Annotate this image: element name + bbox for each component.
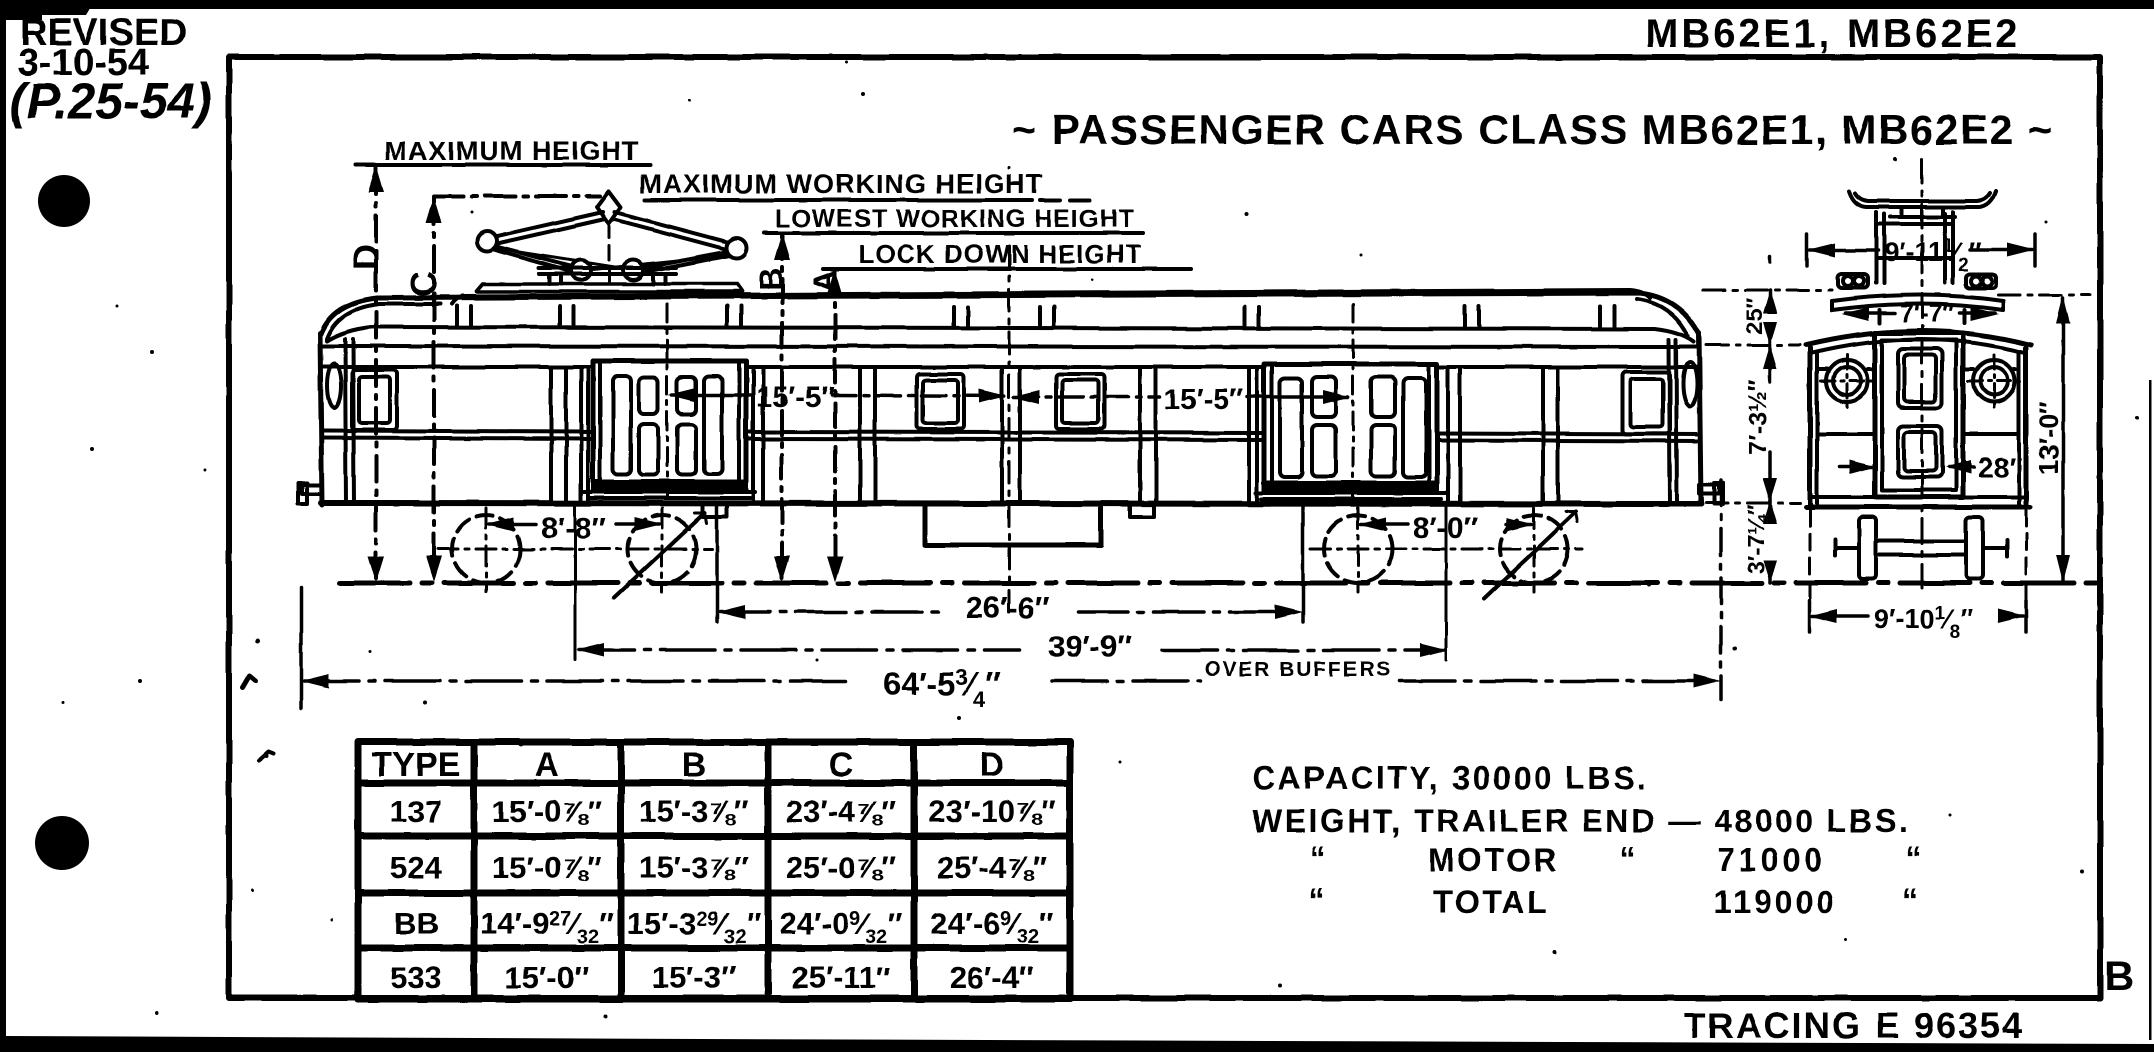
svg-text:D: D bbox=[345, 244, 386, 270]
svg-text:CAPACITY, 30000 LBS.: CAPACITY, 30000 LBS. bbox=[1252, 760, 1648, 796]
svg-text:“: “ bbox=[1902, 882, 1921, 918]
svg-text:3-10-54: 3-10-54 bbox=[18, 42, 149, 84]
svg-text:119000: 119000 bbox=[1714, 884, 1837, 920]
svg-text:15′-3⅞″: 15′-3⅞″ bbox=[639, 794, 749, 829]
svg-text:533: 533 bbox=[390, 960, 442, 995]
svg-text:OVER BUFFERS: OVER BUFFERS bbox=[1204, 658, 1393, 681]
svg-text:15′-3″: 15′-3″ bbox=[652, 960, 736, 995]
svg-text:“: “ bbox=[1308, 882, 1327, 918]
svg-text:A: A bbox=[807, 269, 843, 292]
svg-text:15′-5″: 15′-5″ bbox=[756, 382, 835, 414]
svg-text:B: B bbox=[2104, 952, 2134, 999]
svg-text:LOWEST WORKING HEIGHT: LOWEST WORKING HEIGHT bbox=[775, 205, 1135, 233]
svg-text:25′-0⅞″: 25′-0⅞″ bbox=[786, 850, 896, 885]
svg-text:8′-0″: 8′-0″ bbox=[1413, 512, 1478, 545]
svg-text:MAXIMUM WORKING HEIGHT: MAXIMUM WORKING HEIGHT bbox=[639, 169, 1043, 199]
svg-text:28″: 28″ bbox=[1978, 452, 2023, 483]
svg-text:E 96354: E 96354 bbox=[1876, 1005, 2024, 1046]
svg-text:B: B bbox=[753, 267, 789, 290]
svg-text:~ PASSENGER CARS CLASS MB62E1,: ~ PASSENGER CARS CLASS MB62E1, MB62E2 ~ bbox=[1012, 106, 2054, 153]
svg-text:524: 524 bbox=[390, 850, 442, 885]
svg-text:REVISED: REVISED bbox=[20, 12, 187, 54]
svg-text:A: A bbox=[535, 746, 560, 784]
svg-text:39′-9″: 39′-9″ bbox=[1048, 629, 1132, 664]
svg-text:“: “ bbox=[1905, 840, 1924, 876]
svg-text:C: C bbox=[829, 746, 854, 784]
svg-text:MAXIMUM HEIGHT: MAXIMUM HEIGHT bbox=[384, 136, 639, 166]
svg-text:3′-7¼″: 3′-7¼″ bbox=[1743, 505, 1769, 574]
svg-text:7′-3½″: 7′-3½″ bbox=[1744, 380, 1772, 455]
svg-text:WEIGHT, TRAILER END — 48000 LB: WEIGHT, TRAILER END — 48000 LBS. bbox=[1252, 803, 1910, 839]
svg-text:25″: 25″ bbox=[1741, 298, 1767, 335]
svg-text:23′-10⅞″: 23′-10⅞″ bbox=[928, 794, 1056, 829]
svg-text:MB62E1, MB62E2: MB62E1, MB62E2 bbox=[1645, 12, 2020, 56]
svg-text:15′-0⅞″: 15′-0⅞″ bbox=[492, 850, 602, 885]
svg-text:MOTOR: MOTOR bbox=[1428, 842, 1559, 878]
svg-text:13′-0″: 13′-0″ bbox=[2034, 401, 2064, 475]
svg-text:BB: BB bbox=[394, 906, 439, 941]
svg-text:7′-7″: 7′-7″ bbox=[1900, 300, 1954, 328]
svg-text:LOCK DOWN HEIGHT: LOCK DOWN HEIGHT bbox=[858, 239, 1143, 269]
svg-text:26′-4″: 26′-4″ bbox=[950, 960, 1034, 995]
svg-text:15′-3⅞″: 15′-3⅞″ bbox=[639, 850, 749, 885]
svg-text:(P.25-54): (P.25-54) bbox=[10, 73, 212, 129]
svg-text:“: “ bbox=[1620, 840, 1639, 876]
svg-text:15′-5″: 15′-5″ bbox=[1164, 384, 1243, 416]
svg-text:15′-0″: 15′-0″ bbox=[505, 960, 589, 995]
svg-text:D: D bbox=[980, 746, 1005, 784]
svg-text:TOTAL: TOTAL bbox=[1433, 884, 1549, 920]
svg-text:B: B bbox=[682, 746, 707, 784]
svg-text:TRACING: TRACING bbox=[1684, 1005, 1862, 1046]
svg-text:71000: 71000 bbox=[1717, 842, 1826, 878]
svg-text:25′-4⅞″: 25′-4⅞″ bbox=[937, 850, 1047, 885]
svg-text:15′-0⅞″: 15′-0⅞″ bbox=[492, 794, 602, 829]
svg-text:23′-4⅞″: 23′-4⅞″ bbox=[786, 794, 896, 829]
svg-text:TYPE: TYPE bbox=[372, 746, 461, 784]
svg-text:137: 137 bbox=[390, 794, 442, 829]
svg-text:26′-6″: 26′-6″ bbox=[966, 590, 1050, 625]
svg-text:“: “ bbox=[1310, 840, 1329, 876]
svg-text:25′-11″: 25′-11″ bbox=[791, 960, 891, 995]
svg-text:8′-8″: 8′-8″ bbox=[541, 512, 606, 545]
svg-text:C: C bbox=[403, 271, 444, 297]
